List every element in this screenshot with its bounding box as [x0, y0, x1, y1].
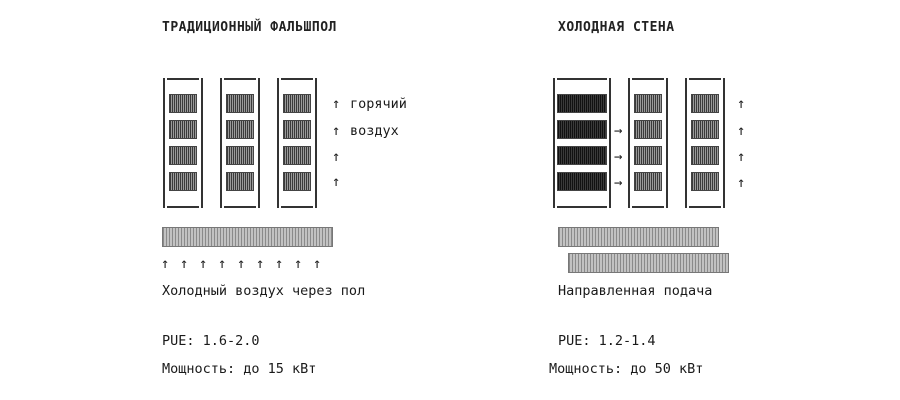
server-rack	[685, 78, 725, 208]
server-unit	[169, 120, 197, 139]
up-arrow-icon: ↑	[275, 256, 284, 272]
server-unit	[691, 146, 719, 165]
hot-air-label: воздух	[350, 123, 399, 139]
server-rack	[628, 78, 668, 208]
server-unit	[169, 146, 197, 165]
server-rack	[163, 78, 203, 208]
server-unit	[634, 146, 662, 165]
server-unit	[283, 172, 311, 191]
server-unit	[226, 172, 254, 191]
server-unit	[283, 120, 311, 139]
cooling-module	[557, 172, 607, 191]
right-arrow-icon: →	[614, 149, 623, 165]
floor-bar	[568, 253, 729, 273]
up-arrow-icon: ↑	[332, 149, 341, 165]
up-arrow-icon: ↑	[218, 256, 227, 272]
floor-bar	[558, 227, 719, 247]
up-arrow-icon: ↑	[737, 96, 746, 112]
up-arrow-icon: ↑	[199, 256, 208, 272]
up-arrow-icon: ↑	[161, 256, 170, 272]
up-arrow-icon: ↑	[313, 256, 322, 272]
up-arrow-icon: ↑	[294, 256, 303, 272]
server-unit	[691, 120, 719, 139]
server-unit	[634, 172, 662, 191]
up-arrow-icon: ↑	[256, 256, 265, 272]
up-arrow-icon: ↑	[332, 174, 341, 190]
server-unit	[691, 94, 719, 113]
up-arrow-icon: ↑	[332, 123, 341, 139]
power-value: Мощность: до 15 кВт	[162, 361, 317, 377]
airflow-caption: Направленная подача	[558, 283, 713, 299]
hot-air-label: горячий	[350, 96, 407, 112]
panel-title: ХОЛОДНАЯ СТЕНА	[558, 20, 675, 35]
cold-wall-panel: ХОЛОДНАЯ СТЕНА → → → ↑ ↑ ↑ ↑ Направленна…	[450, 0, 900, 400]
up-arrow-icon: ↑	[332, 96, 341, 112]
cooling-wall-unit	[553, 78, 611, 208]
up-arrow-icon: ↑	[737, 175, 746, 191]
server-rack	[277, 78, 317, 208]
cooling-module	[557, 94, 607, 113]
server-rack	[220, 78, 260, 208]
server-unit	[226, 94, 254, 113]
cooling-module	[557, 146, 607, 165]
cooling-module	[557, 120, 607, 139]
server-unit	[283, 94, 311, 113]
right-arrow-icon: →	[614, 123, 623, 139]
server-unit	[634, 120, 662, 139]
power-value: Мощность: до 50 кВт	[549, 361, 704, 377]
right-arrow-icon: →	[614, 175, 623, 191]
up-arrow-icon: ↑	[180, 256, 189, 272]
server-unit	[691, 172, 719, 191]
traditional-raised-floor-panel: ТРАДИЦИОННЫЙ ФАЛЬШПОЛ ↑ горячий ↑ воздух…	[161, 20, 407, 377]
server-unit	[226, 120, 254, 139]
server-unit	[169, 172, 197, 191]
server-unit	[169, 94, 197, 113]
server-unit	[283, 146, 311, 165]
pue-value: PUE: 1.6-2.0	[162, 333, 260, 349]
up-arrow-icon: ↑	[737, 149, 746, 165]
airflow-caption: Холодный воздух через пол	[162, 283, 366, 299]
panel-title: ТРАДИЦИОННЫЙ ФАЛЬШПОЛ	[162, 20, 337, 35]
raised-floor	[162, 227, 333, 247]
pue-value: PUE: 1.2-1.4	[558, 333, 656, 349]
up-arrow-icon: ↑	[237, 256, 246, 272]
server-unit	[226, 146, 254, 165]
up-arrow-icon: ↑	[737, 123, 746, 139]
server-unit	[634, 94, 662, 113]
